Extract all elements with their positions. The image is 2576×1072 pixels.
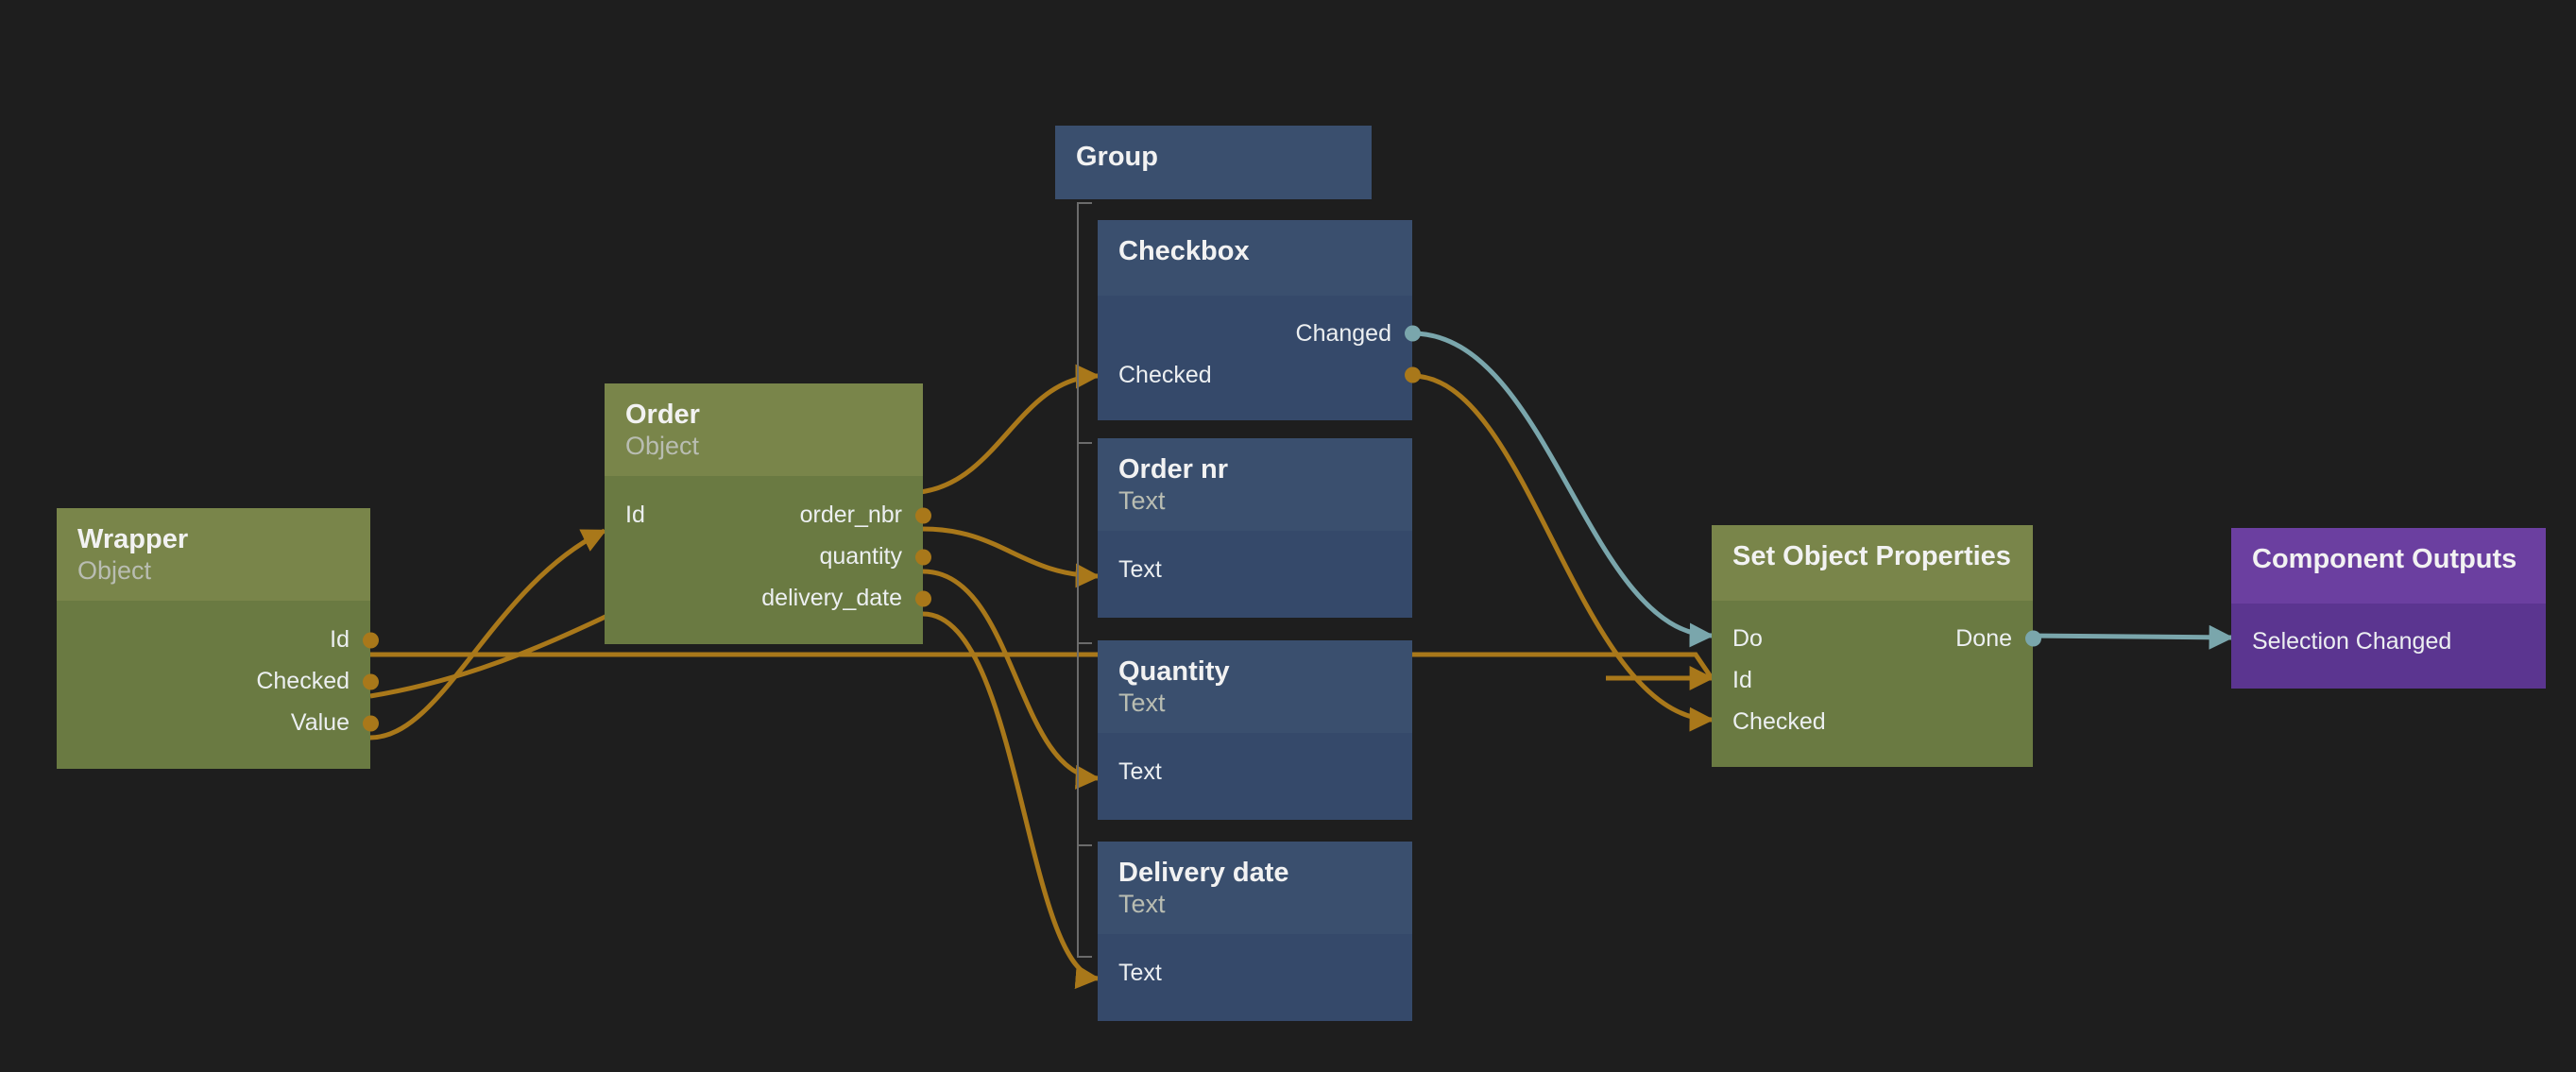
node-set-object-properties-title: Set Object Properties [1732,541,2011,571]
node-set-object-properties[interactable]: Set Object Properties Do Done Id Checked [1712,525,2041,767]
group-bracket-cap-bottom [1079,956,1092,958]
port-label-delivery-date-text: Text [1118,960,1162,987]
port-wrapper-out-value[interactable]: Value [57,703,379,744]
port-label-sop-done: Done [1955,624,2012,652]
node-delivery-date-body: Text [1098,933,1412,1021]
port-label-quantity: quantity [819,543,902,570]
port-order-out-delivery-date[interactable]: delivery_date [605,578,931,620]
port-dot-id[interactable] [363,632,379,649]
node-quantity-subtitle: Text [1118,689,1166,718]
port-delivery-date-in-text[interactable]: Text [1098,953,1412,995]
port-quantity-in-text[interactable]: Text [1098,752,1412,793]
wire-order-nbr-to-ordernr-text [922,526,1100,588]
port-dot-checked[interactable] [363,673,379,690]
port-wrapper-out-checked[interactable]: Checked [57,661,379,703]
node-checkbox-header: Checkbox [1098,220,1412,296]
node-set-object-properties-body: Do Done Id Checked [1712,601,2041,767]
node-group-title: Group [1076,142,1158,172]
port-dot-order-nbr[interactable] [915,507,931,524]
node-delivery-date-subtitle: Text [1118,890,1166,919]
node-wrapper[interactable]: Wrapper Object Id Checked Value [57,508,379,769]
port-dot-checkbox-checked-out[interactable] [1405,366,1421,383]
node-quantity-body: Text [1098,732,1412,820]
node-component-outputs-header: Component Outputs [2231,528,2546,604]
node-wrapper-title: Wrapper [77,524,189,554]
wire-order-deliverydate-to-deliverydate-text [922,611,1100,990]
wire-sop-done-to-selection-changed [2030,624,2234,650]
port-dot-changed[interactable] [1405,325,1421,342]
port-label-delivery-date: delivery_date [761,585,902,612]
group-bracket-tick-order-nr [1079,642,1092,644]
group-bracket [1077,202,1092,958]
port-label-sop-id: Id [1732,666,1752,693]
node-set-object-properties-header: Set Object Properties [1712,525,2033,601]
node-order-nr-header: Order nr Text [1098,438,1412,531]
wire-wrapper-id-to-sop-id [370,652,1714,680]
port-label-checked: Checked [256,668,350,695]
port-order-nr-in-text[interactable]: Text [1098,550,1412,591]
port-dot-delivery-date[interactable] [915,590,931,607]
port-checkbox-out-changed[interactable]: Changed [1098,313,1421,354]
node-quantity[interactable]: Quantity Text Text [1098,640,1412,820]
port-label-value: Value [290,709,350,737]
node-component-outputs-title: Component Outputs [2252,544,2517,574]
wire-wrapper-value-to-order-id [369,528,607,740]
node-checkbox[interactable]: Checkbox Changed Checked [1098,220,1421,420]
port-label-sop-checked: Checked [1732,707,1826,735]
port-dot-value[interactable] [363,715,379,732]
port-sop-row-do-done[interactable]: Do Done [1712,618,2041,659]
port-checkbox-in-checked[interactable]: Checked [1098,354,1421,396]
node-order-nr-body: Text [1098,530,1412,618]
node-order[interactable]: Order Object Id order_nbr quantity deliv… [605,383,931,644]
port-wrapper-out-id[interactable]: Id [57,620,379,661]
node-checkbox-title: Checkbox [1118,236,1250,266]
wire-order-quantity-to-quantity-text [922,569,1100,790]
port-order-out-quantity[interactable]: quantity [605,536,931,578]
port-label-sop-do: Do [1732,624,1763,652]
node-wrapper-header: Wrapper Object [57,508,370,601]
node-component-outputs-body: Selection Changed [2231,604,2546,689]
node-order-nr-title: Order nr [1118,454,1229,485]
port-label-order-nr-text: Text [1118,556,1162,584]
port-label-order-nbr: order_nbr [799,502,902,529]
port-label-checkbox-checked: Checked [1118,361,1212,388]
node-group-header: Group [1055,126,1372,199]
port-dot-quantity[interactable] [915,549,931,566]
group-bracket-cap-top [1079,202,1092,204]
port-component-outputs-in-selection-changed[interactable]: Selection Changed [2231,621,2546,662]
port-label-quantity-text: Text [1118,758,1162,786]
node-component-outputs[interactable]: Component Outputs Selection Changed [2231,528,2546,689]
node-order-body: Id order_nbr quantity delivery_date [605,475,931,644]
node-wrapper-subtitle: Object [77,556,152,586]
node-wrapper-body: Id Checked Value [57,600,379,769]
port-dot-sop-done[interactable] [2025,630,2041,647]
node-quantity-title: Quantity [1118,656,1230,687]
node-order-nr[interactable]: Order nr Text Text [1098,438,1412,618]
node-delivery-date-title: Delivery date [1118,858,1289,888]
port-label-selection-changed: Selection Changed [2252,627,2452,655]
node-order-title: Order [625,400,700,430]
node-delivery-date-header: Delivery date Text [1098,842,1412,934]
node-order-header: Order Object [605,383,923,476]
node-delivery-date[interactable]: Delivery date Text Text [1098,842,1412,1021]
wire-checkbox-changed-to-sop-do [1411,331,1714,648]
port-sop-in-checked[interactable]: Checked [1712,701,2033,742]
node-order-subtitle: Object [625,432,700,461]
port-label-order-in-id: Id [625,502,645,529]
port-label-id: Id [330,626,350,654]
group-bracket-tick-checkbox [1079,442,1092,444]
wire-checkbox-checked-to-sop-checked [1411,373,1714,732]
port-sop-in-id[interactable]: Id [1712,659,2033,701]
group-bracket-tick-quantity [1079,844,1092,846]
port-order-row-1[interactable]: Id order_nbr [605,495,931,536]
node-checkbox-body: Changed Checked [1098,296,1421,420]
node-order-nr-subtitle: Text [1118,486,1166,516]
node-quantity-header: Quantity Text [1098,640,1412,733]
port-label-changed: Changed [1295,319,1391,347]
node-group[interactable]: Group [1055,126,1372,199]
